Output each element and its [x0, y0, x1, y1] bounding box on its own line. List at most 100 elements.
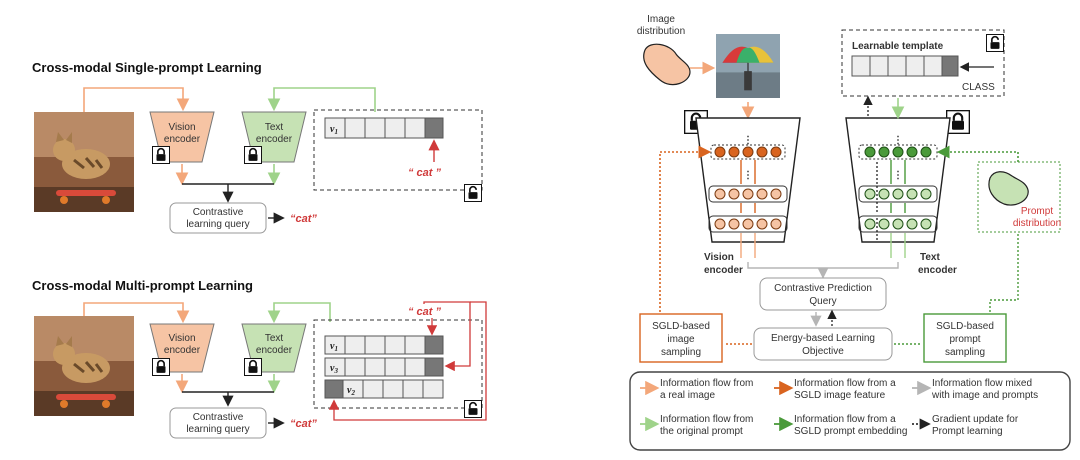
- merge-arrow: [182, 391, 274, 404]
- real-image-flow-arrow: [83, 87, 190, 112]
- token-v3: v3: [330, 363, 338, 375]
- svg-text:encoder: encoder: [256, 134, 293, 145]
- svg-text:Text: Text: [265, 122, 284, 133]
- prompt-distribution-region: [977, 161, 1061, 233]
- svg-text:learning query: learning query: [186, 219, 249, 230]
- single-output-label: “cat”: [290, 213, 317, 225]
- svg-text:SGLD-based: SGLD-based: [936, 321, 994, 332]
- merge-arrow: [182, 183, 274, 200]
- energy-learning-objective: Energy-based Learning Objective: [753, 327, 893, 361]
- svg-text:SGLD image feature: SGLD image feature: [794, 390, 886, 401]
- lock-icon: [244, 358, 262, 376]
- svg-text:with image and prompts: with image and prompts: [931, 390, 1038, 401]
- text-encoder-label: Text: [920, 252, 940, 263]
- cat-photo: [34, 112, 134, 212]
- vision-encoder-label: Vision: [704, 252, 734, 263]
- svg-text:encoder: encoder: [164, 134, 201, 145]
- multi-prompt-panel: Cross-modal Multi-prompt Learning Vision…: [32, 278, 487, 439]
- multi-contrastive-query: Contrastive learning query: [169, 407, 267, 439]
- text-layer-3: [864, 218, 932, 230]
- vision-layer-2: [714, 188, 782, 200]
- unlock-icon: [986, 34, 1004, 52]
- svg-text:prompt: prompt: [949, 334, 980, 345]
- svg-text:distribution: distribution: [1013, 218, 1061, 229]
- prompt-distribution-label: Prompt: [1021, 206, 1053, 217]
- svg-text:encoder: encoder: [704, 265, 743, 276]
- sgld-image-sampling: SGLD-based image sampling: [639, 313, 723, 363]
- svg-text:learning query: learning query: [186, 424, 249, 435]
- svg-text:SGLD-based: SGLD-based: [652, 321, 710, 332]
- svg-text:⋮: ⋮: [743, 135, 753, 146]
- svg-text:Information flow mixed: Information flow mixed: [932, 378, 1032, 389]
- legend-item-original-prompt: Information flow from the original promp…: [640, 414, 753, 437]
- unlock-icon: [464, 184, 482, 202]
- lock-icon: [152, 358, 170, 376]
- prompt-flow-arrow: [267, 87, 376, 112]
- image-distribution-blob: [643, 43, 691, 86]
- svg-text:Query: Query: [809, 296, 836, 307]
- token-v1: v1: [330, 341, 338, 353]
- single-prompt-panel: Cross-modal Single-prompt Learning Visio…: [32, 60, 483, 234]
- multi-prompt-title: Cross-modal Multi-prompt Learning: [32, 278, 253, 293]
- cat-photo: [34, 316, 134, 416]
- svg-text:⋮: ⋮: [893, 135, 903, 146]
- svg-text:the original prompt: the original prompt: [660, 426, 743, 437]
- multi-prompt-region: [313, 319, 483, 409]
- prompt-distribution-blob: [988, 171, 1029, 206]
- class-label: CLASS: [962, 82, 995, 93]
- merge-arrow: [747, 262, 899, 276]
- vision-encoder: ⋮ ⋮: [695, 117, 801, 258]
- svg-text:Information flow from: Information flow from: [660, 378, 753, 389]
- svg-text:Text: Text: [265, 333, 284, 344]
- svg-text:Vision: Vision: [168, 333, 195, 344]
- legend: Information flow from a real image Infor…: [629, 371, 1071, 451]
- svg-text:Prompt learning: Prompt learning: [932, 426, 1003, 437]
- multi-output-label: “cat”: [290, 418, 317, 430]
- lock-icon: [244, 146, 262, 164]
- vision-sgld-layer: [714, 146, 782, 158]
- contrastive-prediction-query: Contrastive Prediction Query: [759, 277, 887, 311]
- svg-text:Contrastive: Contrastive: [193, 207, 244, 218]
- single-contrastive-query: Contrastive learning query: [169, 202, 267, 234]
- image-distribution-label: Image: [647, 14, 675, 25]
- single-prompt-title: Cross-modal Single-prompt Learning: [32, 60, 262, 75]
- svg-text:Vision: Vision: [168, 122, 195, 133]
- class-arrow-3: [328, 301, 487, 421]
- learnable-template-region: [841, 29, 1005, 97]
- svg-text:Energy-based Learning: Energy-based Learning: [771, 333, 875, 344]
- svg-text:Objective: Objective: [802, 346, 844, 357]
- svg-text:SGLD prompt embedding: SGLD prompt embedding: [794, 426, 907, 437]
- text-layer-2: [864, 188, 932, 200]
- token-v2: v2: [347, 385, 355, 397]
- unlock-icon: [464, 400, 482, 418]
- svg-text:Information flow from a: Information flow from a: [794, 378, 896, 389]
- svg-text:Contrastive: Contrastive: [193, 412, 244, 423]
- legend-item-sgld-prompt: Information flow from a SGLD prompt embe…: [774, 414, 907, 437]
- sgld-prompt-sampling: SGLD-based prompt sampling: [923, 313, 1007, 363]
- learnable-template-title: Learnable template: [852, 41, 944, 52]
- legend-item-mixed: Information flow mixed with image and pr…: [912, 378, 1038, 401]
- svg-text:encoder: encoder: [164, 345, 201, 356]
- svg-text:encoder: encoder: [256, 345, 293, 356]
- legend-item-real-image: Information flow from a real image: [640, 378, 753, 401]
- sgld-image-feature-arrow: [659, 145, 712, 312]
- multi-prompt-tokens: v1 v3 v2: [324, 335, 444, 399]
- vision-layer-3: [714, 218, 782, 230]
- multi-class-word: “ cat ”: [408, 306, 442, 318]
- svg-text:Information flow from a: Information flow from a: [794, 414, 896, 425]
- energy-prompt-panel: Image distribution Learnable template CL…: [629, 14, 1071, 451]
- legend-item-sgld-image: Information flow from a SGLD image featu…: [774, 378, 896, 401]
- single-prompt-region: [313, 109, 483, 191]
- legend-item-gradient: Gradient update for Prompt learning: [912, 414, 1019, 437]
- svg-text:a real image: a real image: [660, 390, 715, 401]
- svg-text:Gradient update for: Gradient update for: [932, 414, 1019, 425]
- prompt-sampling-to-distribution: [989, 234, 1019, 312]
- token-v1: v1: [330, 124, 338, 136]
- text-sgld-layer: [864, 146, 932, 158]
- single-class-word: “ cat ”: [408, 167, 442, 179]
- umbrella-photo: [716, 33, 780, 99]
- svg-text:⋮: ⋮: [893, 170, 903, 181]
- sgld-prompt-embedding-arrow: [936, 145, 1019, 162]
- svg-text:image: image: [667, 334, 695, 345]
- svg-text:distribution: distribution: [637, 26, 685, 37]
